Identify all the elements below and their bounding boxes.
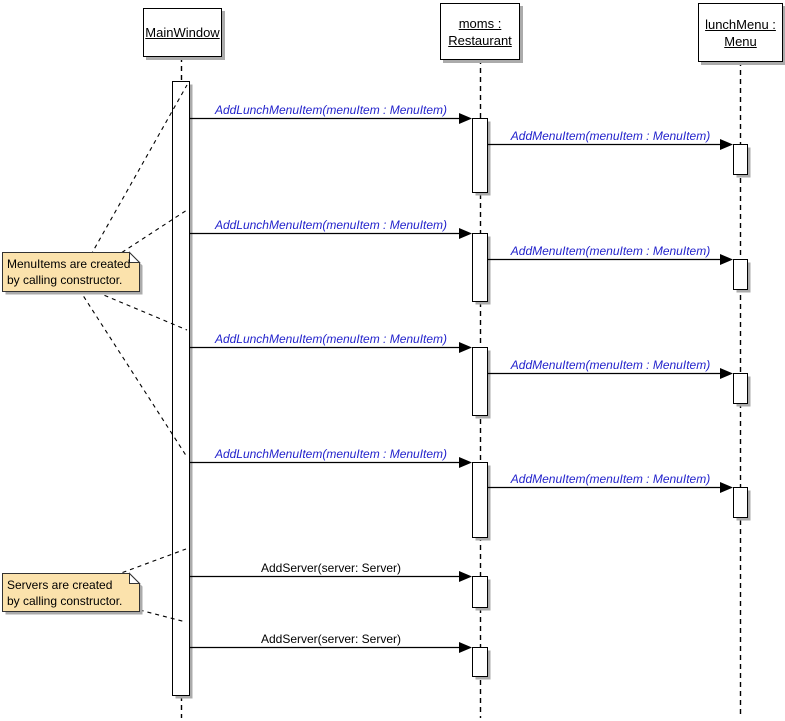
- arrowhead-icon: [459, 571, 472, 582]
- note-servers-text: Servers are created by calling construct…: [7, 577, 122, 609]
- activation-rect: [472, 233, 488, 302]
- note-link: [74, 282, 188, 458]
- message-label: AddServer(server: Server): [260, 632, 402, 646]
- arrowhead-icon: [459, 228, 472, 239]
- activation-rect: [733, 259, 748, 290]
- message-label: AddMenuItem(menuItem : MenuItem): [510, 472, 711, 486]
- activation-bar-mainwindow: [172, 81, 193, 699]
- message-arrows-to-lunchmenu: [488, 139, 733, 493]
- message-label: AddLunchMenuItem(menuItem : MenuItem): [214, 103, 448, 117]
- activation-rect: [472, 576, 488, 608]
- note-link: [74, 84, 188, 284]
- note-body: [2, 573, 140, 612]
- note-line: by calling constructor.: [7, 273, 123, 287]
- message-label: AddServer(server: Server): [260, 561, 402, 575]
- note-menuitems-shape: [2, 251, 143, 295]
- activation-rect: [472, 347, 488, 416]
- message-arrows-to-moms: [190, 113, 472, 653]
- arrowhead-icon: [720, 482, 733, 493]
- message-label: AddLunchMenuItem(menuItem : MenuItem): [214, 218, 448, 232]
- arrowhead-icon: [459, 457, 472, 468]
- activation-rect: [733, 144, 748, 175]
- lifeline-title: Restaurant: [448, 32, 512, 48]
- note-link: [74, 209, 188, 284]
- note-fold-corner-icon: [129, 572, 141, 584]
- activation-rect: [733, 487, 748, 518]
- note-menuitems-text: MenuItems are created by calling constru…: [7, 256, 130, 288]
- arrowhead-icon: [720, 254, 733, 265]
- lifeline-head-moms-restaurant: moms : Restaurant: [440, 3, 520, 60]
- activation-rect: [472, 647, 488, 677]
- message-label: AddLunchMenuItem(menuItem : MenuItem): [214, 332, 448, 346]
- note-line: Servers are created: [7, 578, 113, 592]
- lifeline-head-lunchmenu-menu: lunchMenu : Menu: [698, 3, 783, 62]
- activation-rect: [472, 462, 488, 538]
- message-label: AddMenuItem(menuItem : MenuItem): [510, 358, 711, 372]
- message-label: AddMenuItem(menuItem : MenuItem): [510, 129, 711, 143]
- activation-bars-moms: [472, 118, 491, 680]
- lifeline-title: Menu: [724, 33, 757, 49]
- arrowhead-icon: [459, 642, 472, 653]
- arrowhead-icon: [459, 113, 472, 124]
- activation-rect: [172, 81, 190, 696]
- lifeline-title: MainWindow: [145, 25, 220, 40]
- lifeline-title: lunchMenu :: [705, 16, 776, 32]
- note-servers-shape: [2, 572, 143, 615]
- lifeline-title: moms :: [458, 15, 502, 31]
- note-fold-corner-icon: [129, 251, 141, 263]
- lifeline-head-mainwindow: MainWindow: [143, 8, 222, 57]
- arrowhead-icon: [459, 342, 472, 353]
- arrowhead-icon: [720, 368, 733, 379]
- arrowhead-icon: [720, 139, 733, 150]
- note-body: [2, 252, 140, 292]
- activation-rect: [472, 118, 488, 193]
- note-line: by calling constructor.: [7, 594, 123, 608]
- activation-rect: [733, 373, 748, 404]
- note-link-lines: [69, 84, 188, 623]
- message-label: AddLunchMenuItem(menuItem : MenuItem): [214, 447, 448, 461]
- message-label: AddMenuItem(menuItem : MenuItem): [510, 244, 711, 258]
- activation-bars-lunchmenu: [733, 144, 751, 521]
- note-line: MenuItems are created: [7, 257, 131, 271]
